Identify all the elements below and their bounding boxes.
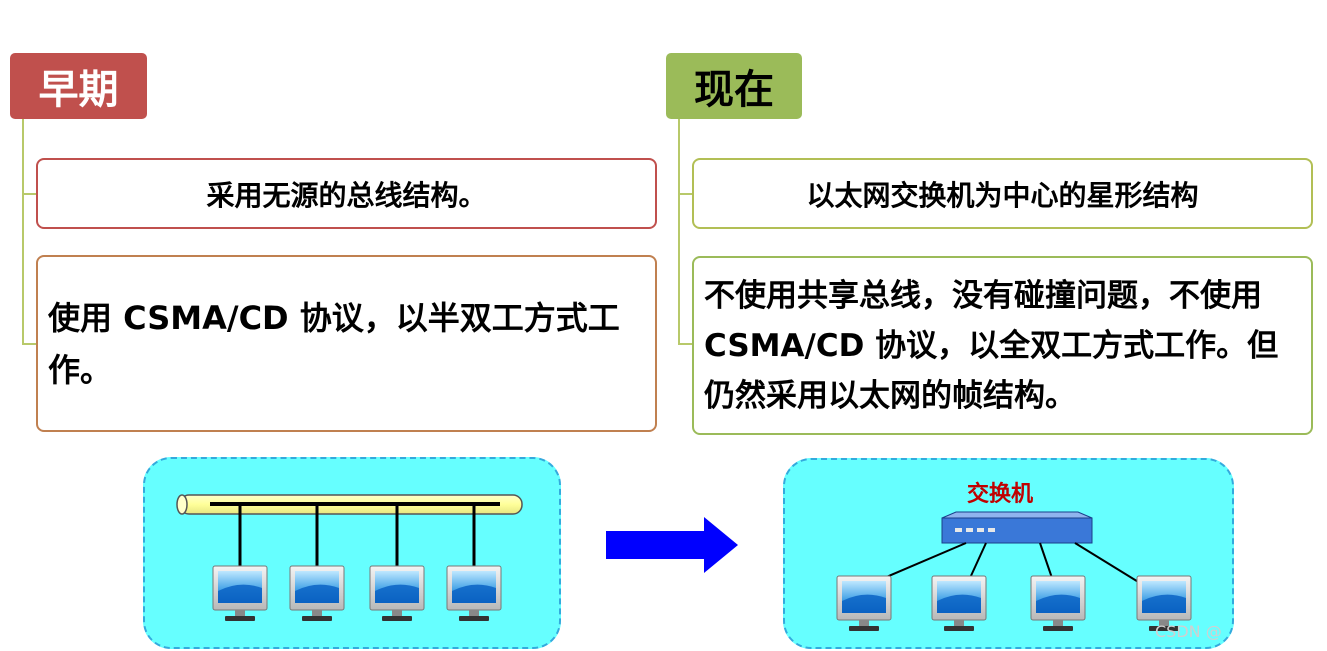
bus-computer-2-icon xyxy=(290,566,344,621)
bus-computer-4-icon xyxy=(447,566,501,621)
star-computer-3-icon xyxy=(1031,576,1085,631)
switch-icon xyxy=(942,512,1092,543)
bus-computer-3-icon xyxy=(370,566,424,621)
transition-arrow-icon xyxy=(606,517,738,573)
star-computer-2-icon xyxy=(932,576,986,631)
bus-computer-1-icon xyxy=(213,566,267,621)
star-computer-1-icon xyxy=(837,576,891,631)
switch-label: 交换机 xyxy=(967,476,1033,508)
bus-cable xyxy=(177,495,522,514)
watermark: CSDN @ xyxy=(1155,622,1222,641)
star-links xyxy=(884,543,1140,583)
